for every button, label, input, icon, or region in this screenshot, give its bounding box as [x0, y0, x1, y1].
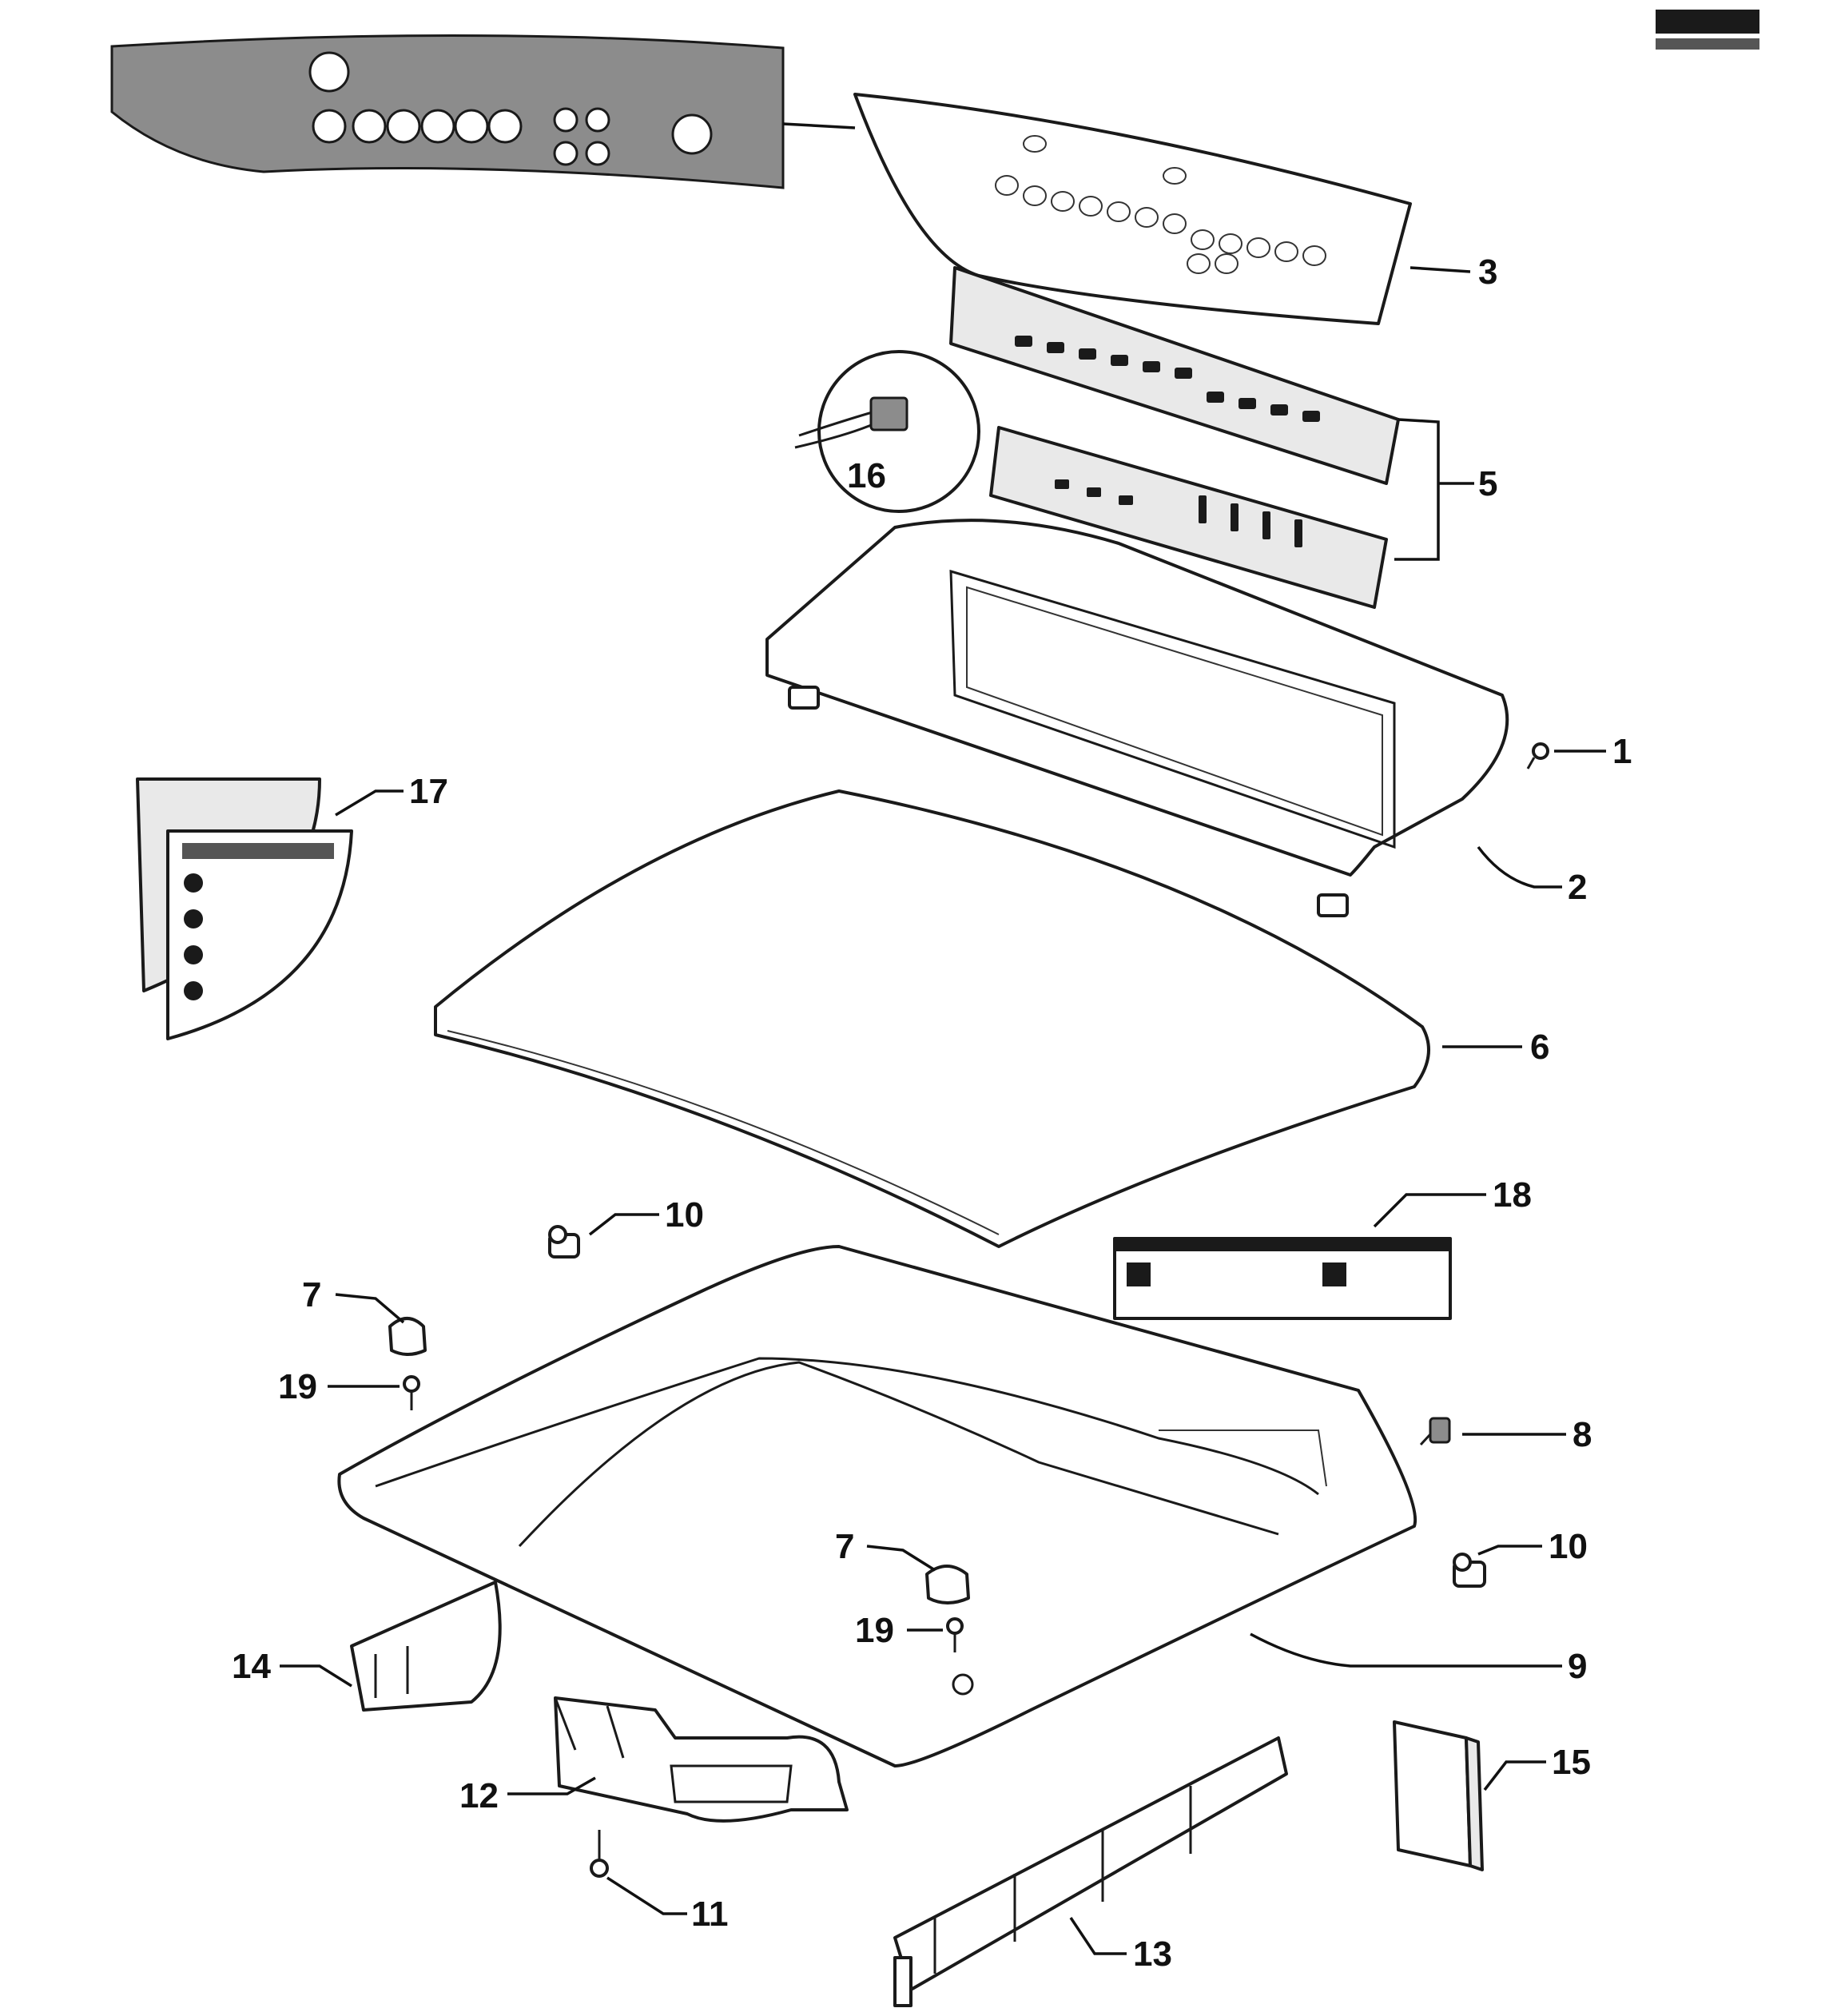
- callout-17: 17: [409, 772, 448, 811]
- part-17-instruction-labels: [136, 777, 353, 1040]
- part-19-screw-upper: [403, 1375, 420, 1410]
- callout-10-upper: 10: [665, 1195, 704, 1235]
- part-18-warning-label: [1113, 1237, 1452, 1320]
- part-5-control-board-assembly: [949, 266, 1400, 609]
- callout-1: 1: [1612, 732, 1632, 771]
- part-9-top-panel: [337, 1245, 1417, 1767]
- callout-19-upper: 19: [278, 1367, 317, 1406]
- part-15-manual-booklet: [1393, 1720, 1484, 1871]
- callout-5: 5: [1478, 464, 1497, 503]
- part-10-hinge-upper: [548, 1225, 580, 1259]
- callout-13: 13: [1133, 1934, 1172, 1974]
- callout-16: 16: [847, 456, 886, 495]
- brand-logo: [1656, 10, 1759, 50]
- callout-9: 9: [1568, 1647, 1587, 1686]
- callout-18: 18: [1493, 1175, 1532, 1215]
- part-14-bracket: [350, 1581, 502, 1712]
- callout-2: 2: [1568, 868, 1587, 907]
- part-3-overlay: [853, 93, 1412, 325]
- callout-15: 15: [1552, 1743, 1591, 1782]
- callout-11: 11: [691, 1895, 729, 1934]
- part-13-front-trim: [893, 1736, 1288, 2007]
- callout-19-lower: 19: [855, 1611, 894, 1650]
- part-16-wire-connector: [794, 350, 980, 513]
- part-10-hinge-lower: [1453, 1553, 1486, 1588]
- part-7-bumper-lower: [925, 1565, 970, 1604]
- callout-8: 8: [1573, 1415, 1592, 1454]
- part-1-screw: [1526, 742, 1549, 769]
- part-2-console-housing: [765, 519, 1509, 917]
- part-6-lid: [434, 789, 1430, 1248]
- callout-6: 6: [1530, 1028, 1549, 1067]
- part-11-screw: [590, 1830, 609, 1878]
- callout-7-lower: 7: [835, 1527, 854, 1566]
- part-19-screw-lower: [946, 1617, 964, 1652]
- control-panel-overlay-graphic: [110, 34, 785, 189]
- part-12-dispenser: [554, 1696, 849, 1823]
- callout-14: 14: [232, 1647, 271, 1686]
- part-8-lid-switch: [1419, 1417, 1451, 1446]
- callout-10-lower: 10: [1549, 1527, 1588, 1566]
- callout-12: 12: [459, 1776, 499, 1815]
- callout-7-upper: 7: [302, 1275, 321, 1314]
- part-7-bumper-upper: [388, 1317, 427, 1356]
- callout-3: 3: [1478, 252, 1497, 292]
- callout-labels: 1 2 3 5 6 7 7 8 9 10 10 11 12 13 14 15 1…: [232, 252, 1632, 1974]
